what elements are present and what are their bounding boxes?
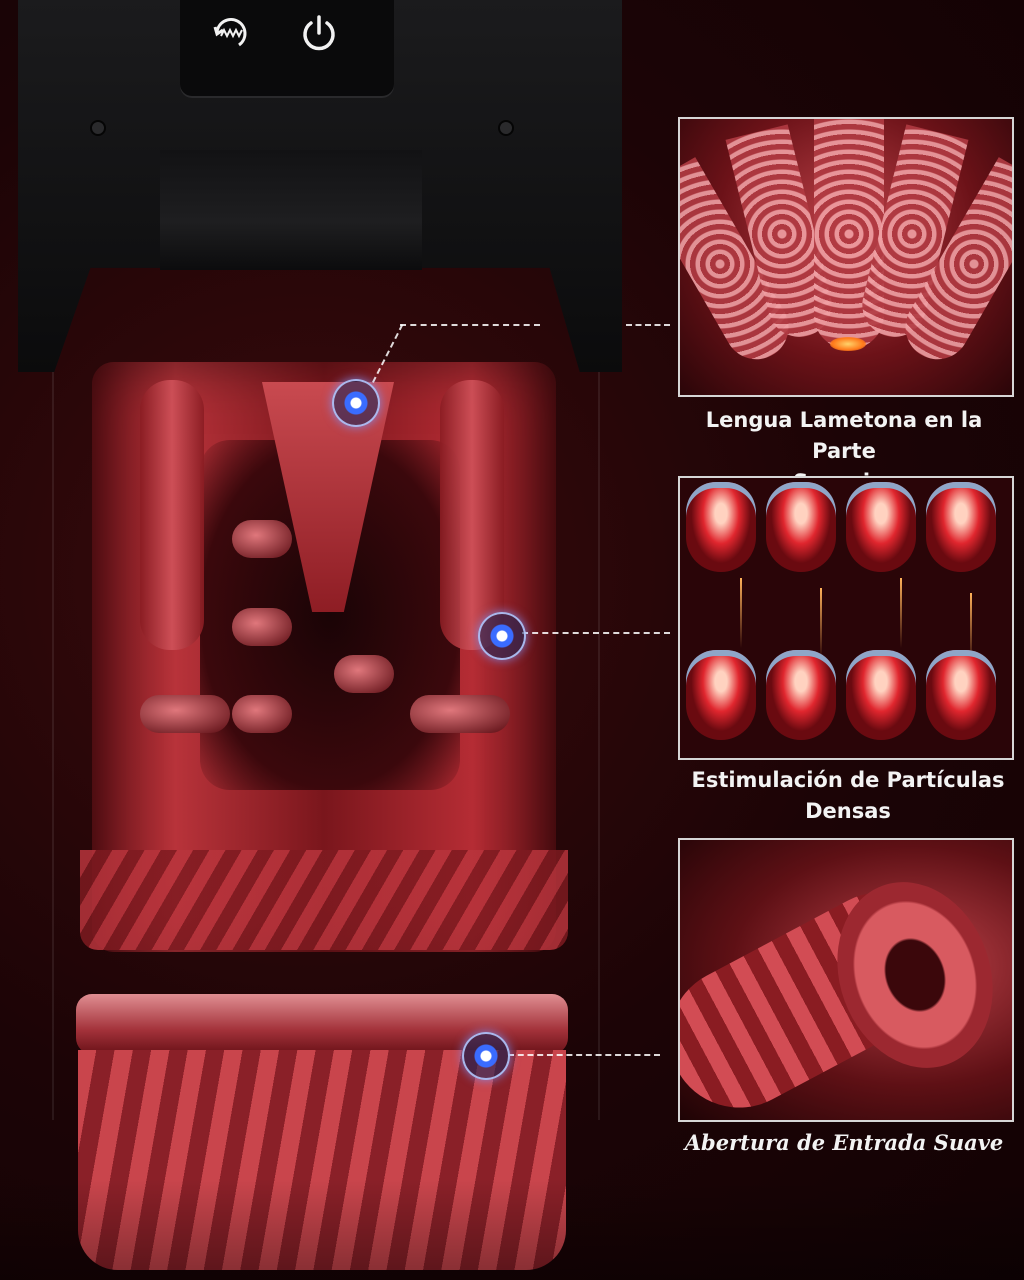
spark — [740, 578, 742, 648]
bead — [846, 482, 916, 572]
detail-panel-particles — [678, 476, 1014, 760]
glow — [830, 337, 866, 351]
caption-entrance: Abertura de Entrada Suave — [684, 1130, 1004, 1155]
leader-line-particles — [522, 632, 670, 634]
spark — [970, 593, 972, 663]
spark — [820, 588, 822, 658]
spark — [900, 578, 902, 648]
nub — [232, 520, 292, 558]
right-column — [440, 380, 504, 650]
bead-row-bottom — [686, 650, 996, 740]
bead — [686, 650, 756, 740]
mode-teeth-icon — [213, 18, 247, 47]
screw — [498, 120, 514, 136]
caption-tongue-line1: Lengua Lametona en la Parte — [705, 408, 983, 463]
bead — [766, 650, 836, 740]
cap-body — [78, 1050, 566, 1270]
bead — [686, 482, 756, 572]
power-icon — [303, 15, 335, 51]
bead — [846, 650, 916, 740]
hotspot-tongue[interactable] — [332, 379, 380, 427]
floor-shadow — [0, 1180, 1024, 1280]
leader-line-tongue-end — [626, 324, 670, 326]
bead — [926, 482, 996, 572]
nub — [140, 695, 230, 733]
bead — [766, 482, 836, 572]
leader-line-entrance — [508, 1054, 660, 1056]
left-column — [140, 380, 204, 650]
caption-particles: Estimulación de Partículas Densas — [691, 768, 1005, 823]
screw — [90, 120, 106, 136]
outer-tube — [52, 340, 600, 1120]
nub — [232, 695, 292, 733]
nub — [410, 695, 510, 733]
hotspot-entrance[interactable] — [462, 1032, 510, 1080]
device-collar — [160, 150, 422, 270]
detail-panel-tongue — [678, 117, 1014, 397]
hotspot-particles[interactable] — [478, 612, 526, 660]
nub — [232, 608, 292, 646]
detail-panel-entrance — [678, 838, 1014, 1122]
sleeve-base-ridges — [80, 850, 568, 950]
control-panel — [180, 0, 394, 98]
bead — [926, 650, 996, 740]
bead-row-top — [686, 482, 996, 572]
leader-line-tongue-top — [400, 324, 540, 326]
nub — [334, 655, 394, 693]
mode-button[interactable] — [208, 10, 254, 56]
power-button[interactable] — [296, 10, 342, 56]
